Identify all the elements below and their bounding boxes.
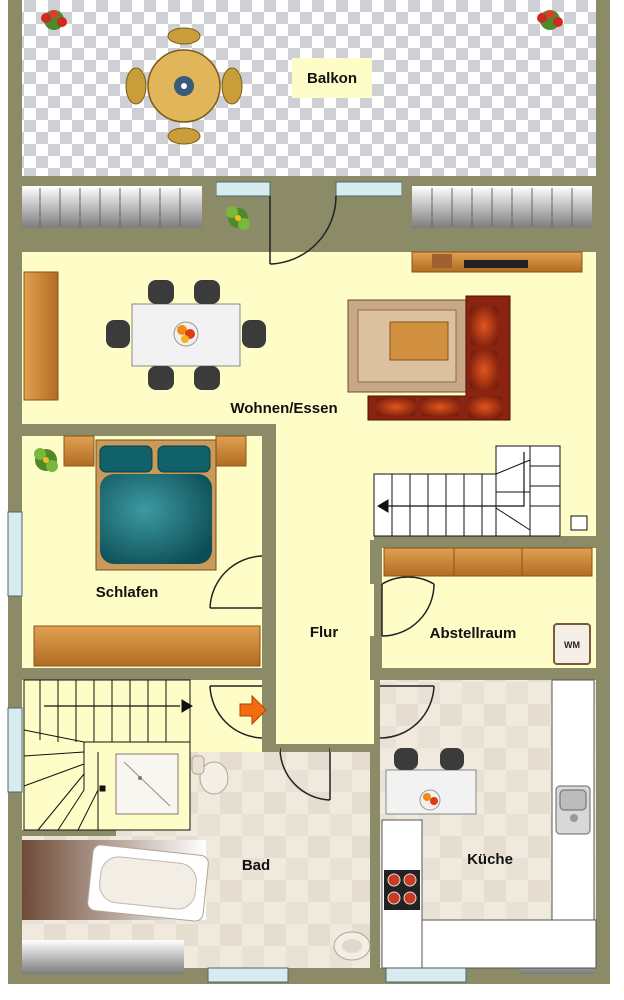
- room-label-flur: Flur: [310, 624, 338, 641]
- balcony-label-bg: [292, 58, 372, 98]
- room-label-balkon: Balkon: [307, 70, 357, 87]
- chair-icon: [106, 280, 266, 390]
- sink-icon: [333, 931, 371, 961]
- room-label-bad: Bad: [242, 857, 270, 874]
- plant-icon: [41, 10, 67, 30]
- stairs-icon: [373, 445, 588, 537]
- kitchen-table: [385, 748, 477, 815]
- plant-icon: [226, 206, 250, 230]
- room-label-kueche: Küche: [467, 851, 513, 868]
- doors: [209, 555, 435, 801]
- storage-shelves: [383, 547, 593, 577]
- plant-icon: [537, 10, 563, 30]
- bookshelf: [23, 271, 59, 401]
- sink-icon: [555, 785, 591, 835]
- wardrobe: [33, 625, 261, 667]
- internal-walls: [22, 178, 596, 968]
- windows: [7, 181, 467, 983]
- balcony-door: [269, 195, 337, 265]
- stove-icon: [384, 870, 420, 910]
- room-label-abstellraum: Abstellraum: [430, 625, 517, 642]
- tv-sideboard: [411, 251, 583, 273]
- bathtub-icon: [22, 840, 209, 922]
- plant-icon: [34, 448, 58, 472]
- arrow-icon: [239, 694, 267, 726]
- room-label-wohnen: Wohnen/Essen: [230, 400, 337, 417]
- dining-set: [106, 280, 266, 390]
- hallway-floor: [276, 424, 374, 744]
- washing-machine-label: WM: [564, 640, 580, 650]
- chair-icon: [394, 748, 464, 770]
- double-bed: [63, 435, 247, 571]
- fruit-bowl-icon: [419, 789, 441, 811]
- sofa-set: [347, 295, 511, 421]
- patio-table: [125, 27, 243, 145]
- fruit-bowl-icon: [173, 321, 199, 347]
- room-label-schlafen: Schlafen: [96, 584, 159, 601]
- toilet-icon: [191, 755, 229, 795]
- washing-machine: WM: [553, 623, 591, 665]
- shower-icon: [115, 753, 179, 815]
